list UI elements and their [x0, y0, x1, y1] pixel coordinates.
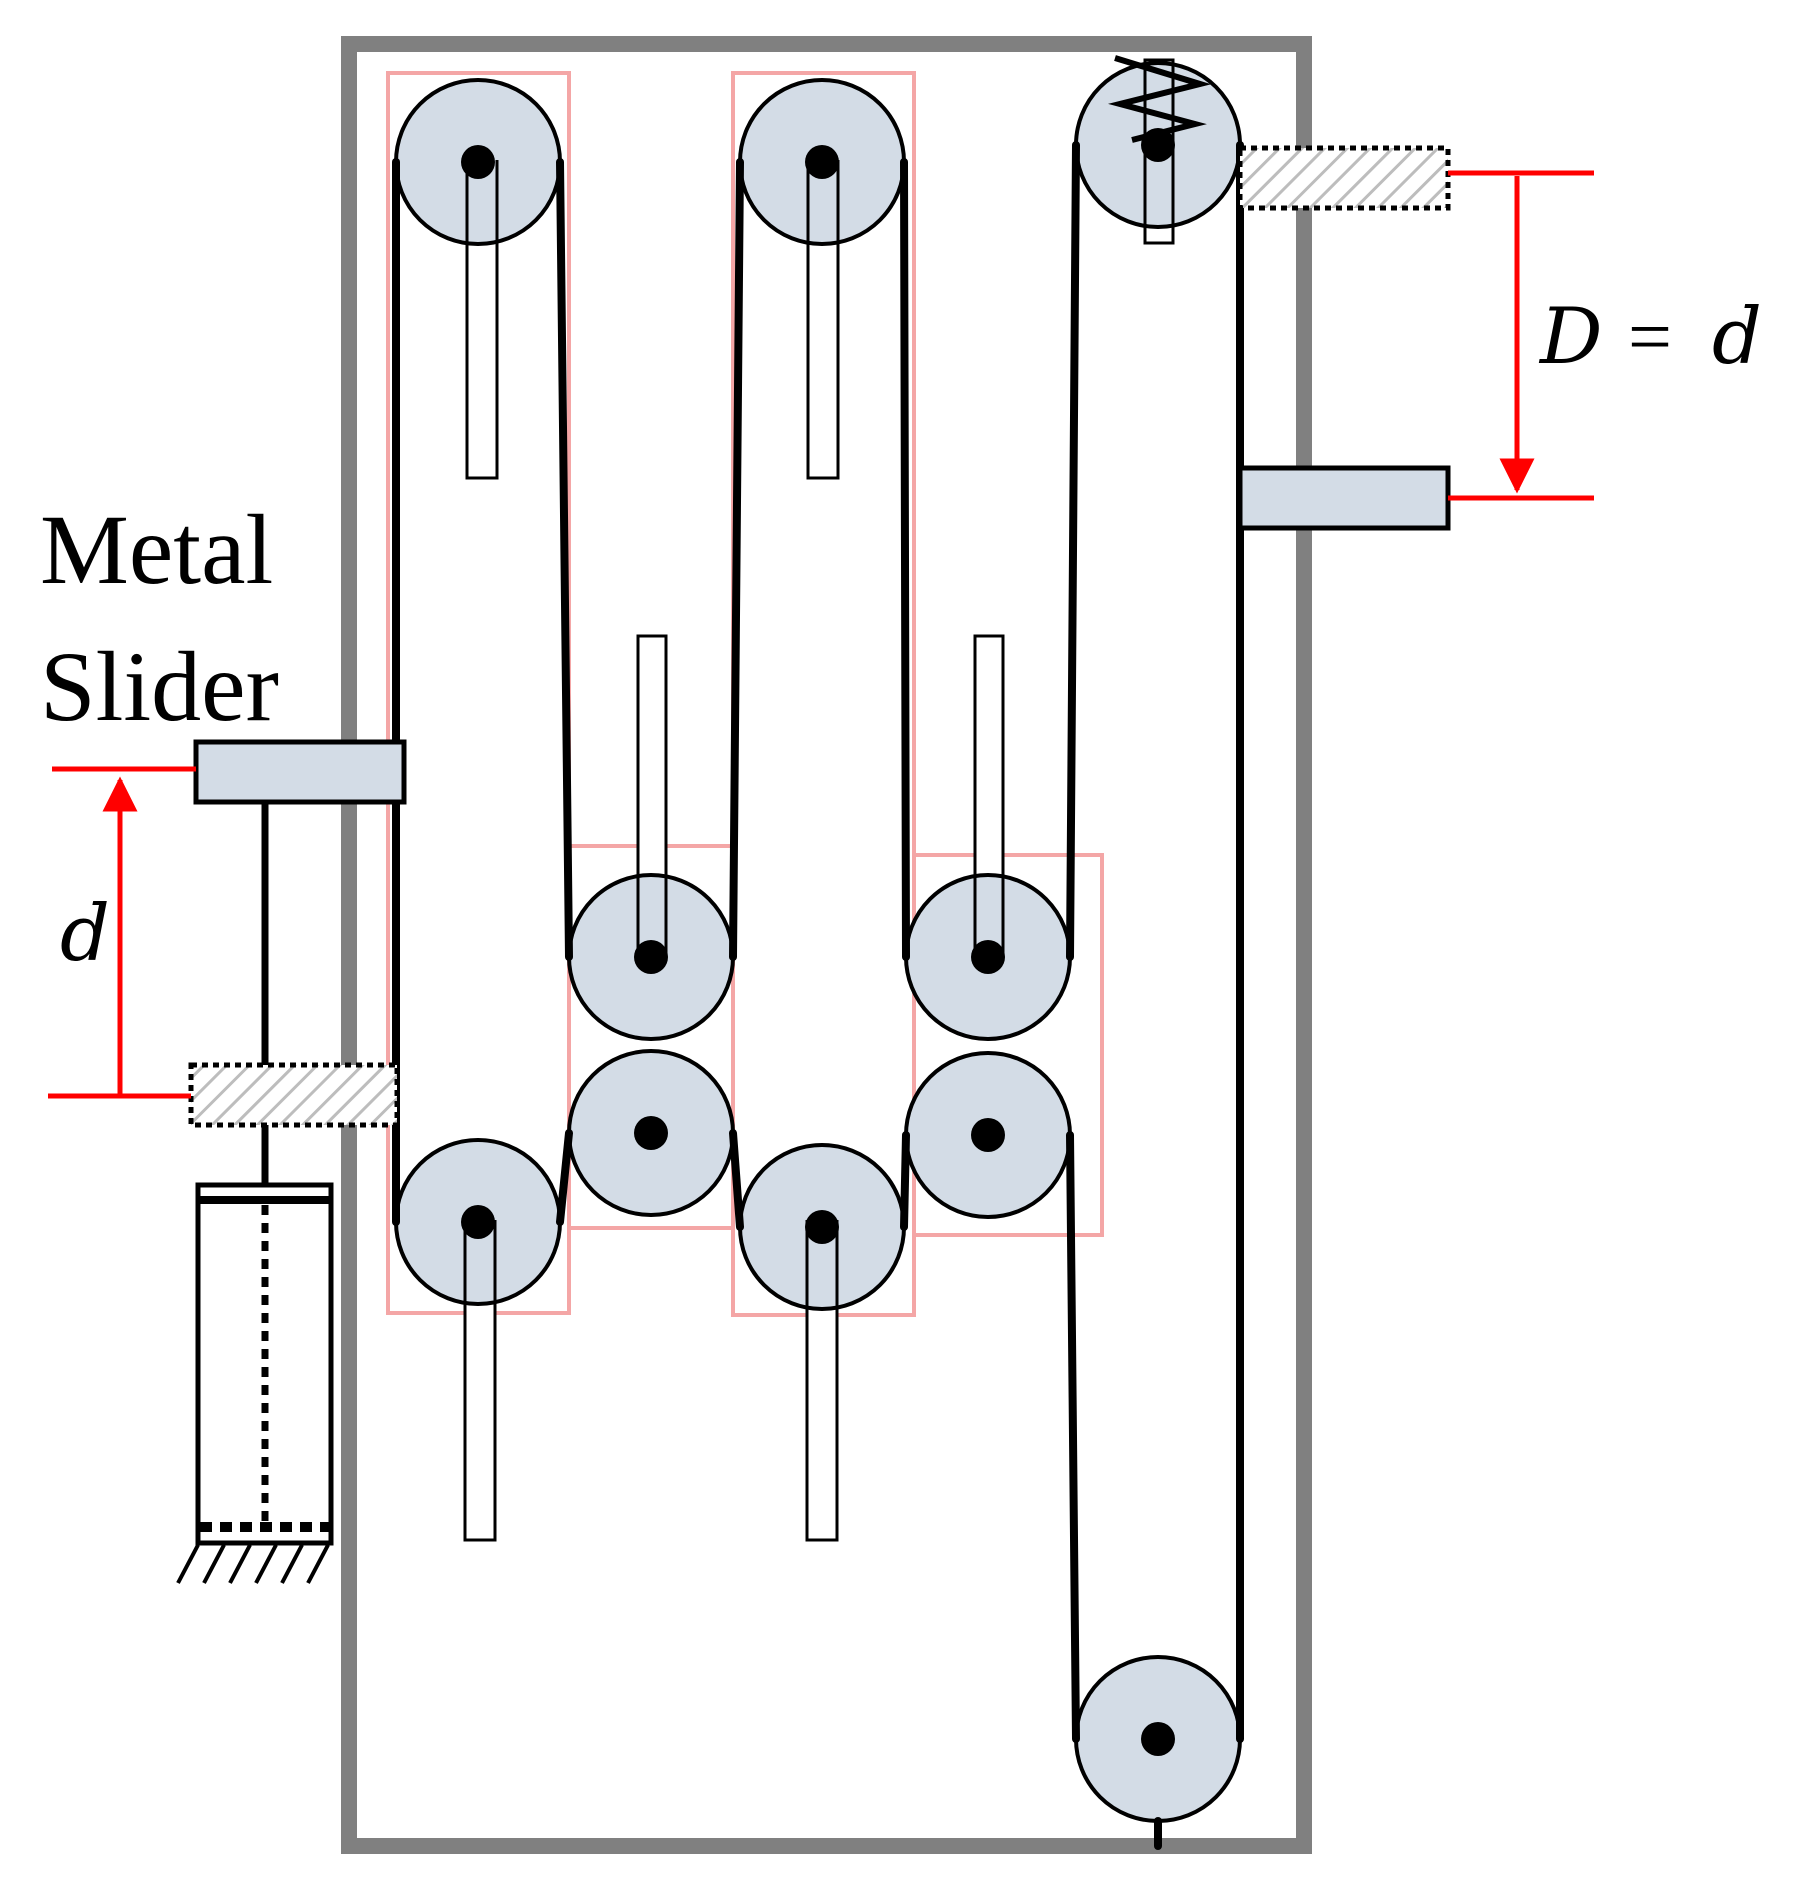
axle-bottom-left	[461, 1205, 495, 1239]
displacement-label-left: d	[60, 889, 110, 979]
axle-bottom-right	[1141, 1722, 1175, 1756]
outer-frame	[341, 36, 1312, 1854]
pulleys	[394, 61, 1242, 1823]
axle-top-left	[461, 145, 495, 179]
metal-slider-right-ghost	[1237, 145, 1451, 211]
guide-outline-lower-right	[914, 853, 1104, 1237]
slot-overlay-mid-left	[636, 875, 668, 956]
ground-hatch-icon	[176, 1544, 330, 1584]
axle-mid-right-upper	[971, 940, 1005, 974]
slot-overlay-top-center	[806, 160, 840, 244]
slot-overlay-mid-right	[973, 875, 1005, 956]
axle-bottom-center	[805, 1210, 839, 1244]
equals-sign: =	[1628, 293, 1672, 380]
metal-slider-label-line2: Slider	[40, 631, 279, 742]
dimension-left	[48, 766, 196, 1099]
slot-overlay-bottom-left	[463, 1220, 497, 1304]
metal-slider-right	[1237, 465, 1451, 531]
metal-slider-left	[193, 739, 407, 805]
dimension-right	[1448, 170, 1594, 501]
displacement-label-right: d	[1712, 292, 1762, 382]
metal-slider-left-ghost	[188, 1062, 400, 1128]
belt	[392, 141, 1244, 1850]
axle-top-center	[805, 145, 839, 179]
axle-mid-right-lower	[971, 1118, 1005, 1152]
axle-mid-left-upper	[634, 940, 668, 974]
axle-mid-left-lower	[634, 1116, 668, 1150]
zigzag-spring-icon	[1108, 55, 1212, 143]
displacement-label-D: D	[1538, 292, 1603, 382]
metal-slider-label-line1: Metal	[40, 494, 273, 605]
damper-cylinder-icon	[195, 1182, 334, 1546]
